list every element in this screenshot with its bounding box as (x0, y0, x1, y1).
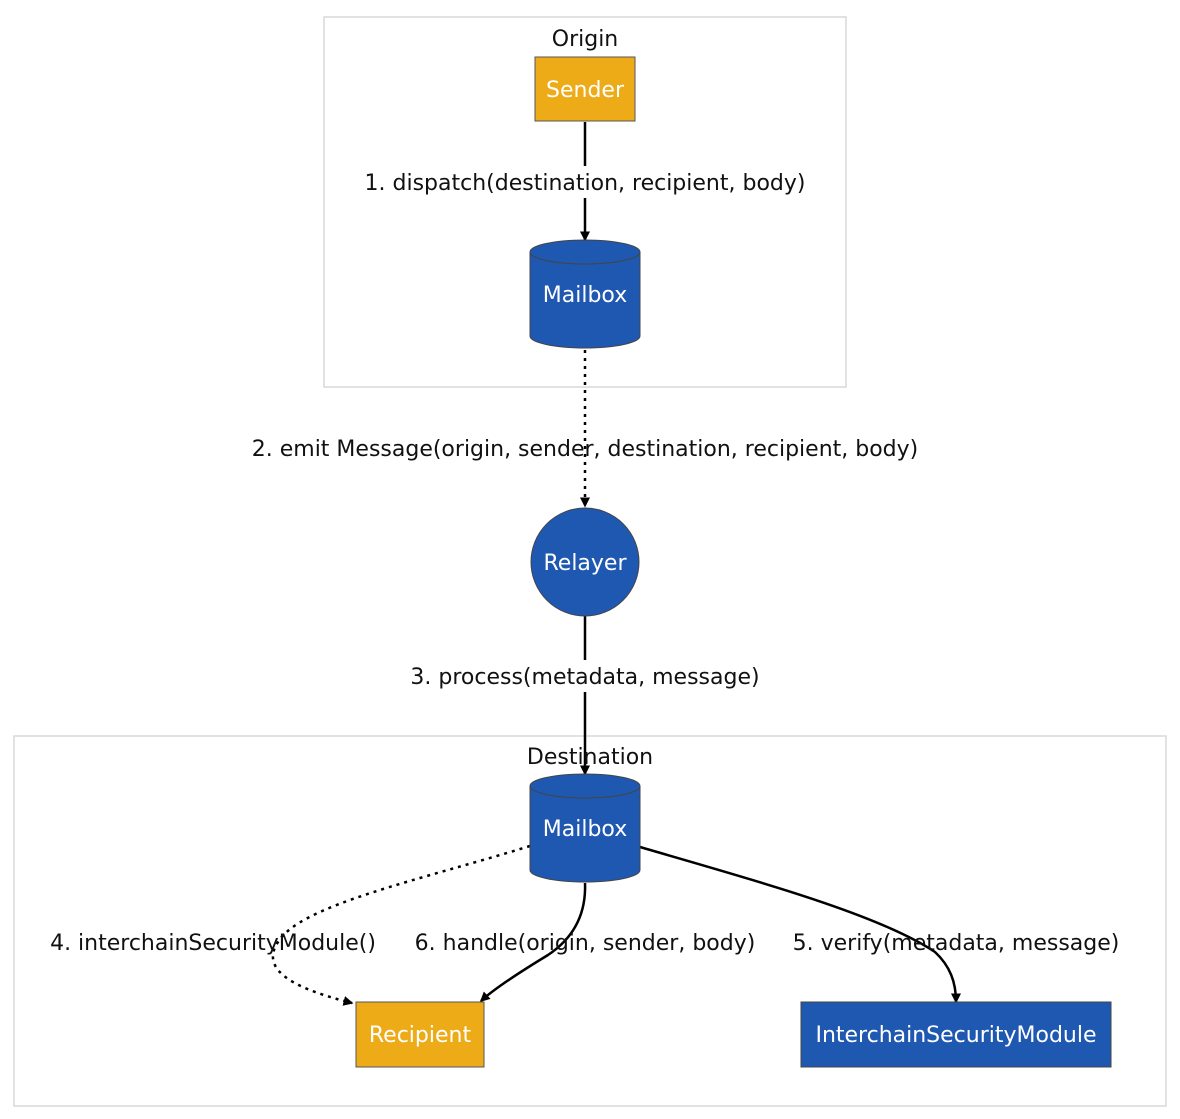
ism-node: InterchainSecurityModule (800, 1001, 1112, 1068)
relayer-node: Relayer (530, 507, 640, 617)
ism-query-label: 4. interchainSecurityModule() (50, 931, 376, 956)
origin-cluster-title: Origin (552, 27, 619, 52)
edge-handle (479, 882, 587, 1003)
dispatch-label: 1. dispatch(destination, recipient, body… (365, 171, 806, 196)
sender-label: Sender (546, 78, 625, 103)
sender-node: Sender (534, 56, 636, 122)
origin-mailbox-label: Mailbox (543, 283, 627, 308)
edge-label-process: 3. process(metadata, message) (405, 660, 765, 692)
edge-verify (639, 845, 961, 1004)
origin-mailbox-node: Mailbox (529, 239, 641, 349)
relayer-label: Relayer (543, 551, 627, 576)
edge-label-ism-query: 4. interchainSecurityModule() (50, 931, 376, 956)
verify-label: 5. verify(metadata, message) (793, 931, 1120, 956)
handle-label: 6. handle(origin, sender, body) (415, 931, 756, 956)
edge-label-emit: 2. emit Message(origin, sender, destinat… (252, 437, 919, 462)
process-label: 3. process(metadata, message) (410, 665, 759, 690)
ism-label: InterchainSecurityModule (815, 1023, 1096, 1048)
destination-mailbox-label: Mailbox (543, 817, 627, 842)
edge-label-dispatch: 1. dispatch(destination, recipient, body… (353, 166, 817, 198)
recipient-node: Recipient (355, 1001, 485, 1068)
edge-label-handle: 6. handle(origin, sender, body) (415, 931, 756, 956)
recipient-label: Recipient (369, 1023, 472, 1048)
edge-ism-query (271, 844, 531, 1006)
destination-cluster-title: Destination (527, 745, 653, 770)
edge-label-verify: 5. verify(metadata, message) (793, 931, 1120, 956)
destination-mailbox-node: Mailbox (529, 773, 641, 883)
emit-label: 2. emit Message(origin, sender, destinat… (252, 437, 919, 462)
